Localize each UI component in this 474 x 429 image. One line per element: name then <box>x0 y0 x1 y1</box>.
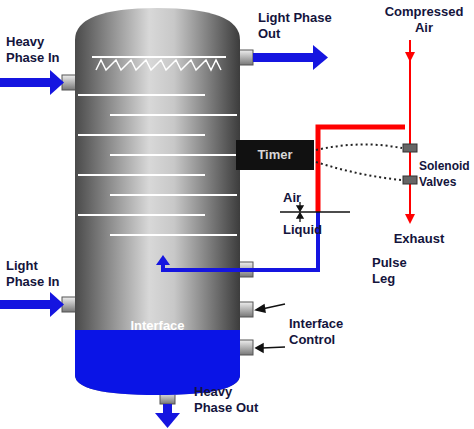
stream-label: Light Phase In <box>6 258 70 290</box>
flow-arrows-part <box>0 300 50 309</box>
nozzle-label: Interface Control <box>289 316 369 348</box>
stream-label: Light Phase Out <box>258 10 332 42</box>
pulse-leg-part <box>156 255 170 265</box>
pulse-leg <box>156 127 405 270</box>
timer-label: Timer <box>236 147 314 163</box>
flow-arrows-part <box>0 78 50 87</box>
column-internals-part <box>110 114 237 116</box>
nozzles-part <box>239 302 253 317</box>
flow-arrows-part <box>155 413 180 428</box>
column-internals-part <box>78 214 205 216</box>
flow-arrows <box>0 45 328 428</box>
air-line-part <box>409 40 411 218</box>
air-liquid-marker-part <box>297 206 303 211</box>
flow-arrows-part <box>50 292 64 317</box>
flow-arrows-part <box>313 45 328 70</box>
valve-label: Solenoid Valves <box>419 158 473 190</box>
nozzles-part <box>239 340 253 355</box>
vent-label: Exhaust <box>384 231 454 247</box>
supply-label: Compressed Air <box>378 4 470 36</box>
interface-control-leaders-part <box>256 305 265 312</box>
column-shell <box>75 8 240 395</box>
flow-arrows-part <box>50 70 64 95</box>
air-liquid-marker-part <box>280 211 350 212</box>
column-internals-part <box>78 174 205 176</box>
air-line-part <box>405 52 415 62</box>
interface-control-leaders-part <box>256 344 263 352</box>
timer-box: Timer <box>236 140 314 170</box>
stream-label: Heavy Phase Out <box>194 384 264 416</box>
pipe-label: Pulse Leg <box>372 255 432 287</box>
column-internals-part <box>110 154 237 156</box>
column-internals-part <box>110 234 237 236</box>
column-internals-part <box>92 56 226 58</box>
phase-label: Liquid <box>283 222 333 238</box>
column-internals-part <box>96 60 221 70</box>
timer-signal-lines-part <box>316 144 402 150</box>
air-line <box>403 40 417 224</box>
interface-control-leaders <box>256 304 285 352</box>
air-line-part <box>405 214 415 224</box>
stream-label: Heavy Phase In <box>6 34 76 66</box>
column-internals <box>78 57 237 235</box>
air-line-part <box>403 176 417 184</box>
column-internals-part <box>78 94 205 96</box>
nozzles-part <box>239 50 253 65</box>
flow-arrows-part <box>253 53 313 62</box>
column-internals-part <box>78 134 205 136</box>
nozzles-part <box>62 75 76 90</box>
flow-arrows-part <box>163 404 172 414</box>
interface-control-leaders-part <box>262 304 285 309</box>
pulse-leg-part <box>318 127 405 212</box>
air-liquid-marker-part <box>297 213 303 218</box>
air-line-part <box>403 144 417 152</box>
interface-control-leaders-part <box>262 347 285 348</box>
nozzles-part <box>62 297 76 312</box>
phase-label: Air <box>283 190 313 206</box>
timer-signal-lines <box>316 144 402 180</box>
pulse-leg-part <box>163 212 318 270</box>
extraction-column: Interface <box>75 8 240 396</box>
column-internals-part <box>110 194 237 196</box>
interface-label: Interface <box>75 318 240 334</box>
timer-signal-lines-part <box>316 162 402 180</box>
